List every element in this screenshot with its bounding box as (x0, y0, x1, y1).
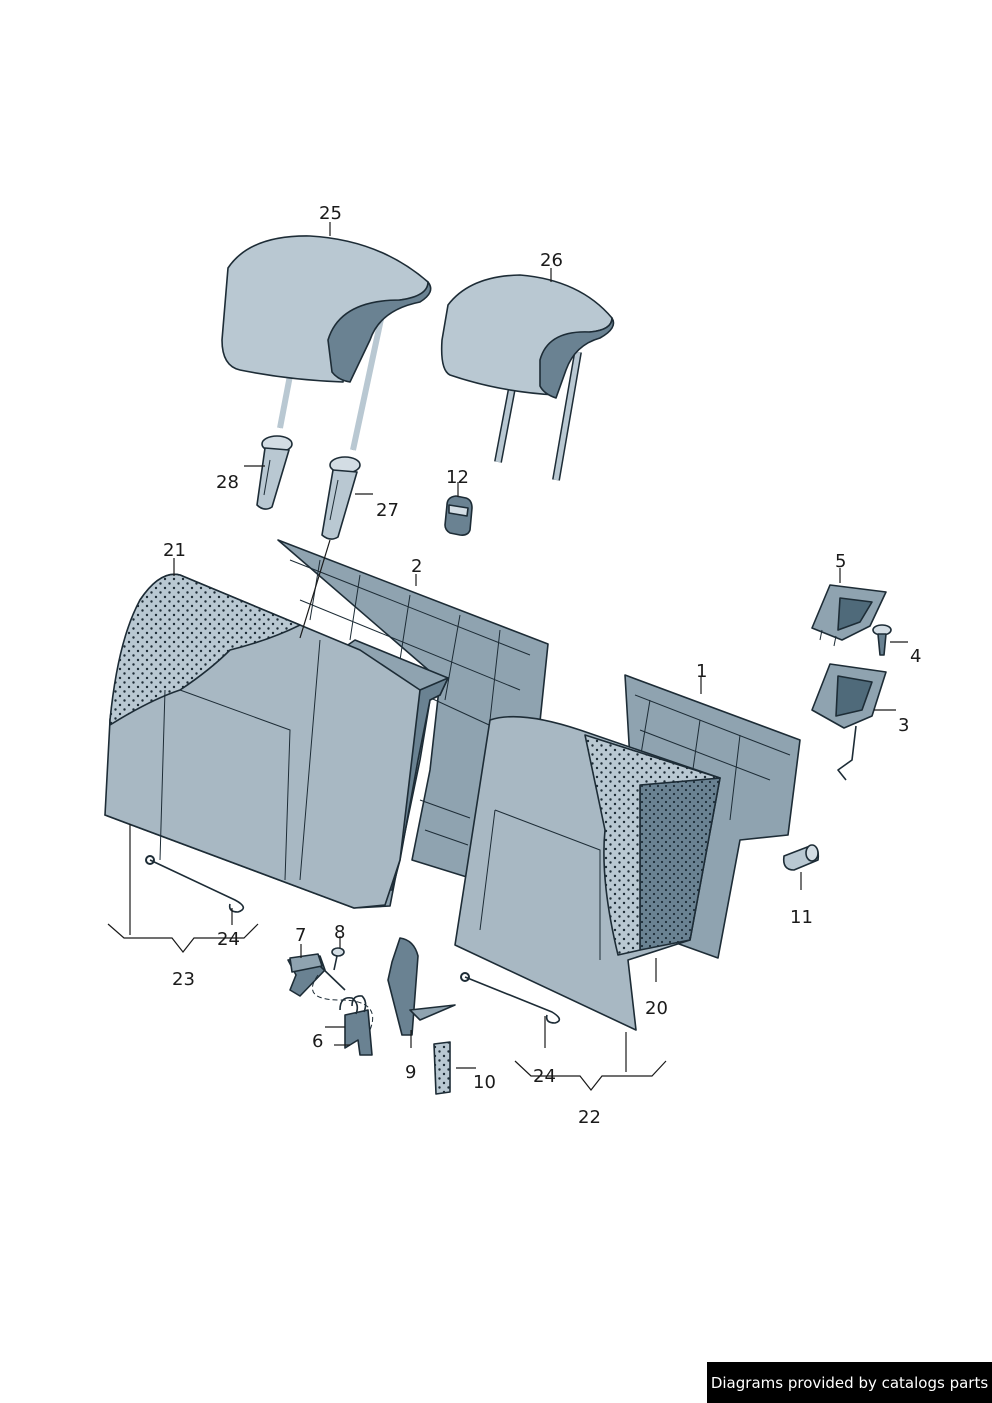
callout-22: 22 (578, 1107, 601, 1128)
latch-7 (287, 953, 346, 997)
callout-21: 21 (163, 540, 186, 561)
trim-cover-5 (811, 584, 887, 647)
backrest-cushion-right (454, 715, 721, 1031)
callout-24-right: 24 (533, 1066, 556, 1087)
trim-cover-3 (811, 663, 887, 781)
callout-1: 1 (696, 661, 707, 682)
callout-10: 10 (473, 1072, 496, 1093)
rod-24-right (460, 972, 561, 1024)
callout-26: 26 (540, 250, 563, 271)
screw-4 (872, 624, 892, 656)
callout-8: 8 (334, 922, 345, 943)
callout-6: 6 (312, 1031, 323, 1052)
cap-11 (782, 844, 820, 871)
callout-3: 3 (898, 715, 909, 736)
leader-lines (107, 222, 908, 1091)
cap-12 (444, 495, 473, 536)
rod-24-left (145, 855, 245, 913)
headrest-large (221, 235, 432, 451)
callout-12: 12 (446, 467, 469, 488)
callout-24-left: 24 (217, 929, 240, 950)
callout-7: 7 (295, 925, 306, 946)
catalog-credit-badge: Diagrams provided by catalogs parts (707, 1362, 992, 1403)
bracket-6 (339, 995, 373, 1056)
headrest-small (440, 274, 615, 481)
callout-25: 25 (319, 203, 342, 224)
headrest-guide-28 (256, 435, 293, 510)
callout-11: 11 (790, 907, 813, 928)
headrest-guide-27 (321, 456, 361, 540)
callout-9: 9 (405, 1062, 416, 1083)
callout-23: 23 (172, 969, 195, 990)
callout-28: 28 (216, 472, 239, 493)
bracket-9 (387, 937, 456, 1036)
callout-20: 20 (645, 998, 668, 1019)
callout-5: 5 (835, 551, 846, 572)
callout-27: 27 (376, 500, 399, 521)
callout-2: 2 (411, 556, 422, 577)
callouts: 25 26 28 27 12 21 2 1 5 4 3 11 20 24 23 … (163, 203, 921, 1128)
backrest-cushion-left (104, 573, 449, 909)
bolt-8 (331, 947, 345, 971)
callout-4: 4 (910, 646, 921, 667)
pad-10 (433, 1041, 451, 1095)
